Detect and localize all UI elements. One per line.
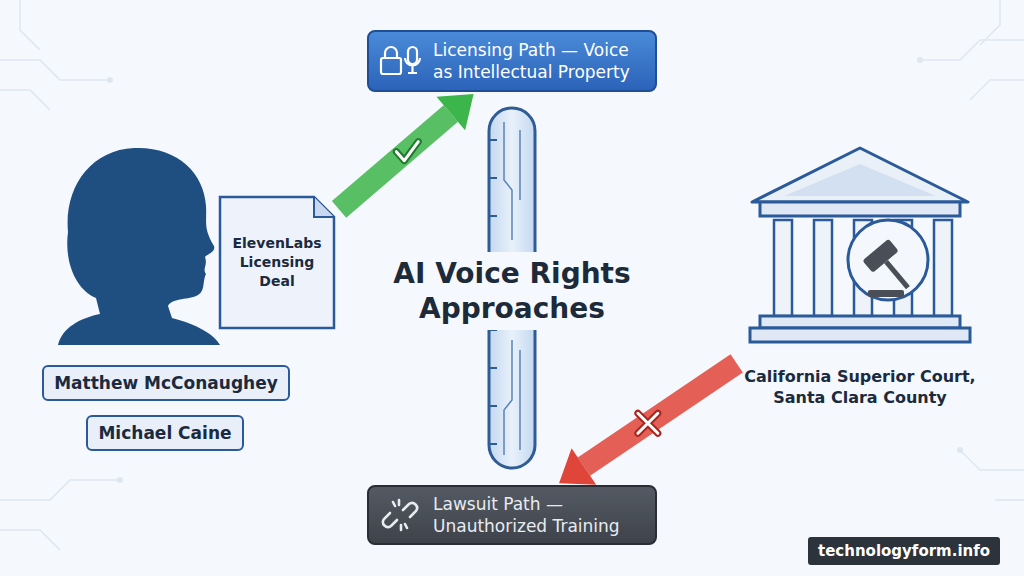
- node-text: Matthew McConaughey: [54, 373, 278, 393]
- name-tag: Matthew McConaughey: [42, 365, 290, 401]
- path-box: Licensing Path — Voice as Intellectual P…: [367, 30, 657, 92]
- node-text: Licensing Path — Voice as Intellectual P…: [433, 39, 645, 83]
- node-text: Lawsuit Path — Unauthorized Training: [433, 493, 645, 537]
- node-text: California Superior Court, Santa Clara C…: [740, 367, 980, 409]
- lock-mic-icon: [379, 42, 425, 80]
- person-silhouette: [58, 148, 220, 345]
- document-box: ElevenLabs Licensing Deal: [218, 195, 336, 330]
- arrow-connector: [339, 94, 474, 209]
- node-text: Michael Caine: [98, 423, 231, 443]
- broken-chain-icon: [379, 496, 425, 534]
- node-text: ElevenLabs Licensing Deal: [226, 234, 328, 291]
- arrow-connector: [559, 363, 737, 484]
- courthouse-icon: [740, 140, 980, 355]
- path-box: Lawsuit Path — Unauthorized Training: [367, 485, 657, 545]
- court-node: California Superior Court, Santa Clara C…: [740, 140, 980, 420]
- diagram-title: AI Voice Rights Approaches: [392, 252, 632, 330]
- name-tag: Michael Caine: [86, 415, 244, 451]
- watermark: technologyform.info: [808, 537, 1000, 565]
